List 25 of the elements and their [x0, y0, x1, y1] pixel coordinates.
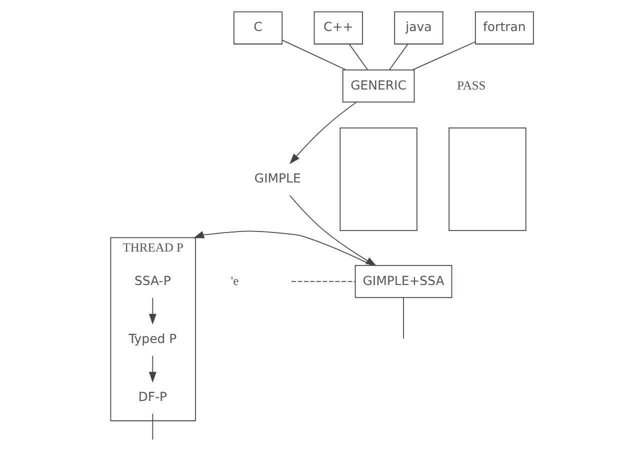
connector	[402, 297, 404, 339]
arrow	[192, 230, 372, 266]
connector	[290, 281, 355, 282]
label: 'e	[230, 274, 238, 288]
arrow	[148, 355, 156, 383]
connector	[152, 413, 153, 440]
node-box	[339, 127, 417, 232]
label: PASS	[456, 78, 486, 92]
node-box: GIMPLE+SSA	[354, 264, 452, 298]
node-text: GIMPLE	[254, 170, 300, 186]
connector	[388, 44, 408, 70]
node-text: Typed P	[128, 330, 176, 346]
node-box: fortran	[474, 11, 534, 44]
connector	[412, 41, 476, 70]
node-box: java	[394, 11, 443, 44]
arrow	[289, 102, 356, 164]
connector	[348, 44, 368, 70]
node-text: DF-P	[138, 388, 167, 404]
node-text: SSA-P	[134, 272, 170, 288]
arrow	[148, 297, 156, 325]
node-box	[448, 127, 526, 232]
connector	[281, 40, 346, 70]
node-box: C++	[313, 11, 362, 44]
node-box: C	[232, 11, 282, 44]
node-box: GENERIC	[342, 69, 414, 102]
